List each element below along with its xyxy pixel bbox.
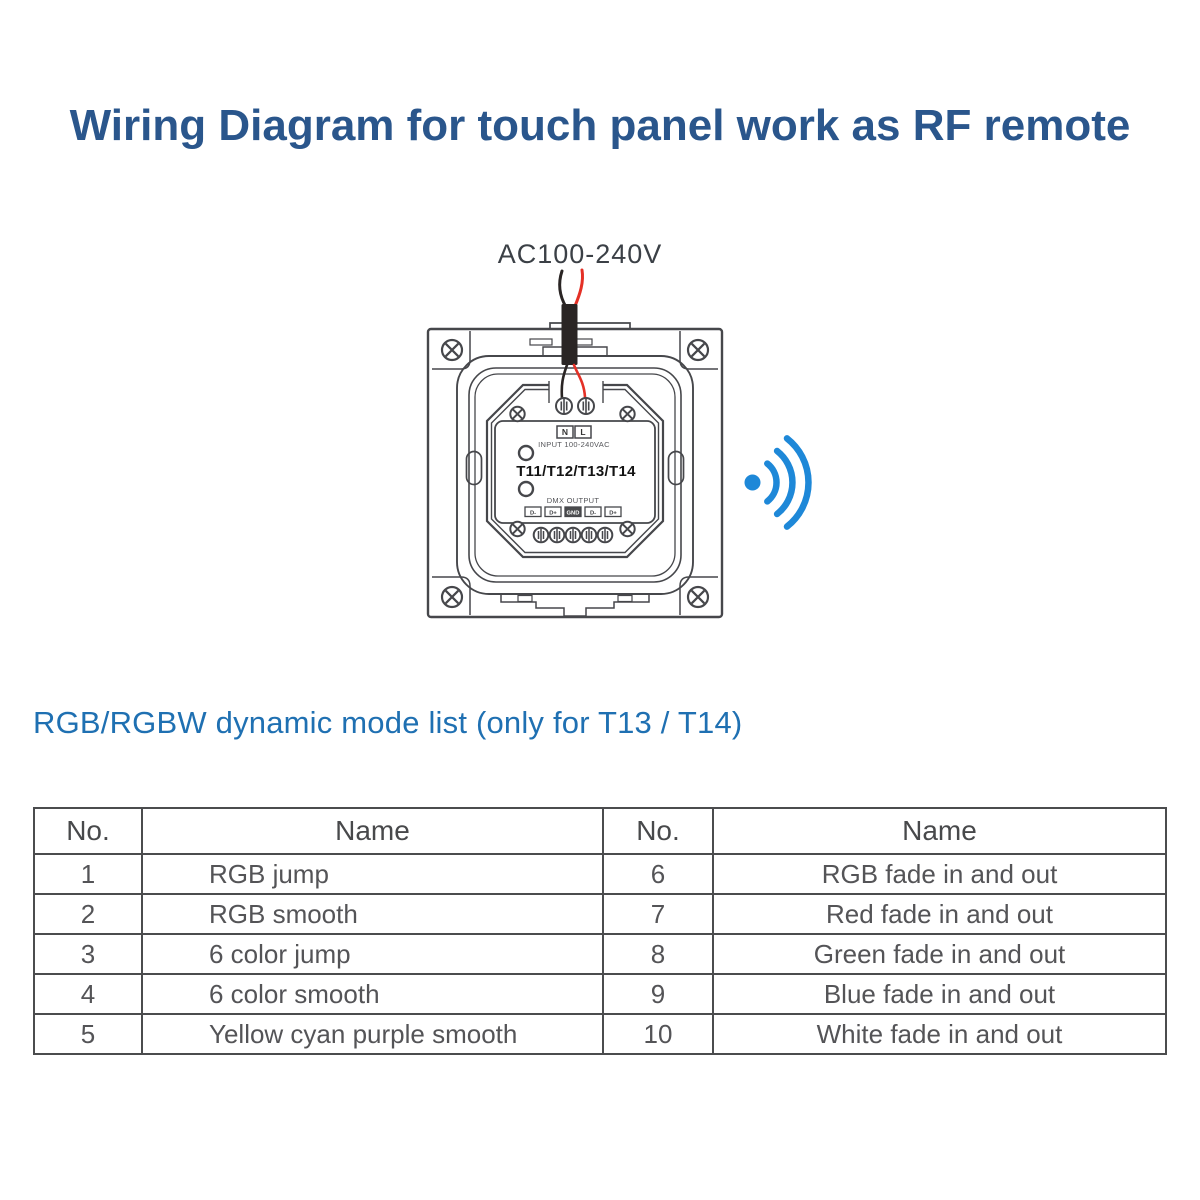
mode-no: 9	[602, 973, 714, 1015]
top-tab-clip	[529, 338, 553, 346]
mode-name: RGB jump	[141, 853, 604, 895]
mode-name: RGB fade in and out	[712, 853, 1167, 895]
dmx-terminal-box	[544, 506, 562, 518]
col-header-name-1: Name	[141, 807, 604, 855]
corner-screw-icon	[686, 338, 710, 362]
ac-voltage-label: AC100-240V	[498, 239, 663, 269]
wire-notch-walls	[548, 381, 604, 403]
dmx-output-label: DMX OUTPUT	[547, 496, 600, 505]
bottom-tab-clip	[517, 594, 533, 603]
module-screw-icon	[509, 405, 526, 423]
mode-no: 8	[602, 933, 714, 975]
dmx-terminal-label: D+	[609, 511, 617, 517]
page-title: Wiring Diagram for touch panel work as R…	[69, 101, 1131, 150]
terminal-l-box	[574, 425, 592, 439]
table-header-row: No. Name No. Name	[33, 807, 1167, 855]
input-screw-terminal	[555, 397, 573, 415]
mode-table: No. Name No. Name 1 RGB jump 6 RGB fade …	[33, 807, 1167, 1055]
corner-screw-icon	[686, 585, 710, 609]
table-row: 5 Yellow cyan purple smooth 10 White fad…	[33, 1013, 1167, 1055]
dmx-terminal-box-gnd	[564, 506, 582, 518]
mode-name: Red fade in and out	[712, 893, 1167, 935]
corner-bracket	[432, 331, 471, 370]
module-octagon-inner	[490, 388, 660, 554]
mode-no: 10	[602, 1013, 714, 1055]
model-label: T11/T12/T13/T14	[516, 463, 636, 480]
mode-name: Yellow cyan purple smooth	[141, 1013, 604, 1055]
mode-name: Blue fade in and out	[712, 973, 1167, 1015]
section-heading: RGB/RGBW dynamic mode list (only for T13…	[33, 705, 743, 740]
module-screw-icon	[509, 520, 526, 538]
dmx-terminal-label: GND	[567, 511, 580, 517]
terminal-n-label: N	[562, 427, 568, 437]
dmx-terminal-box	[524, 506, 542, 518]
dmx-terminal-box	[584, 506, 602, 518]
wire-to-l	[572, 363, 587, 399]
mode-no: 5	[33, 1013, 143, 1055]
power-cable	[561, 304, 578, 365]
output-screw-terminal	[596, 526, 614, 544]
output-screw-terminal	[548, 526, 566, 544]
wire-notch	[549, 379, 603, 403]
panel-top-bump	[549, 322, 631, 329]
col-header-name-2: Name	[712, 807, 1167, 855]
dmx-terminal-box	[604, 506, 622, 518]
touch-panel-back: N L INPUT 100-240VAC T11/T12/T13/T14 DMX…	[426, 322, 724, 619]
inner-frame-3	[474, 373, 676, 577]
mode-name: White fade in and out	[712, 1013, 1167, 1055]
mode-no: 6	[602, 853, 714, 895]
mode-no: 1	[33, 853, 143, 895]
rf-wave-2	[773, 447, 796, 518]
mounting-slot-right	[667, 450, 685, 486]
terminal-n-box	[556, 425, 574, 439]
module-screw-icon	[619, 520, 636, 538]
table-row: 4 6 color smooth 9 Blue fade in and out	[33, 973, 1167, 1015]
supply-wires	[555, 268, 595, 415]
output-screw-terminal	[564, 526, 582, 544]
rf-signal-icon	[744, 435, 812, 530]
mode-no: 7	[602, 893, 714, 935]
rf-wave-3	[783, 435, 812, 530]
rf-wave-1	[764, 460, 780, 505]
output-screw-terminal	[532, 526, 550, 544]
output-screw-terminal	[580, 526, 598, 544]
rf-dot	[744, 474, 761, 491]
bottom-tab-clip	[617, 594, 633, 603]
dmx-terminal-label: D-	[590, 511, 596, 517]
wiring-diagram: AC100-240V	[426, 239, 812, 619]
mode-name: 6 color smooth	[141, 973, 604, 1015]
module-button	[517, 444, 535, 462]
module-inner-panel	[494, 420, 656, 524]
dmx-terminal-label: D+	[549, 511, 557, 517]
wire-to-n	[560, 363, 569, 400]
mode-no: 3	[33, 933, 143, 975]
module-screw-icon	[619, 405, 636, 423]
col-header-no-2: No.	[602, 807, 714, 855]
mode-no: 2	[33, 893, 143, 935]
mode-name: Green fade in and out	[712, 933, 1167, 975]
mode-name: RGB smooth	[141, 893, 604, 935]
col-header-no-1: No.	[33, 807, 143, 855]
table-row: 1 RGB jump 6 RGB fade in and out	[33, 853, 1167, 895]
input-screw-terminal	[577, 397, 595, 415]
module-button	[517, 480, 535, 498]
dmx-terminal-label: D-	[530, 511, 536, 517]
input-rating-label: INPUT 100-240VAC	[538, 440, 610, 449]
live-wire-black	[558, 269, 568, 309]
mounting-slot-left	[465, 450, 483, 486]
terminal-l-label: L	[580, 427, 585, 437]
table-row: 2 RGB smooth 7 Red fade in and out	[33, 893, 1167, 935]
corner-bracket	[679, 331, 718, 370]
mode-name: 6 color jump	[141, 933, 604, 975]
corner-screw-icon	[440, 338, 464, 362]
table-row: 3 6 color jump 8 Green fade in and out	[33, 933, 1167, 975]
corner-screw-icon	[440, 585, 464, 609]
mode-no: 4	[33, 973, 143, 1015]
live-wire-red	[573, 268, 584, 308]
